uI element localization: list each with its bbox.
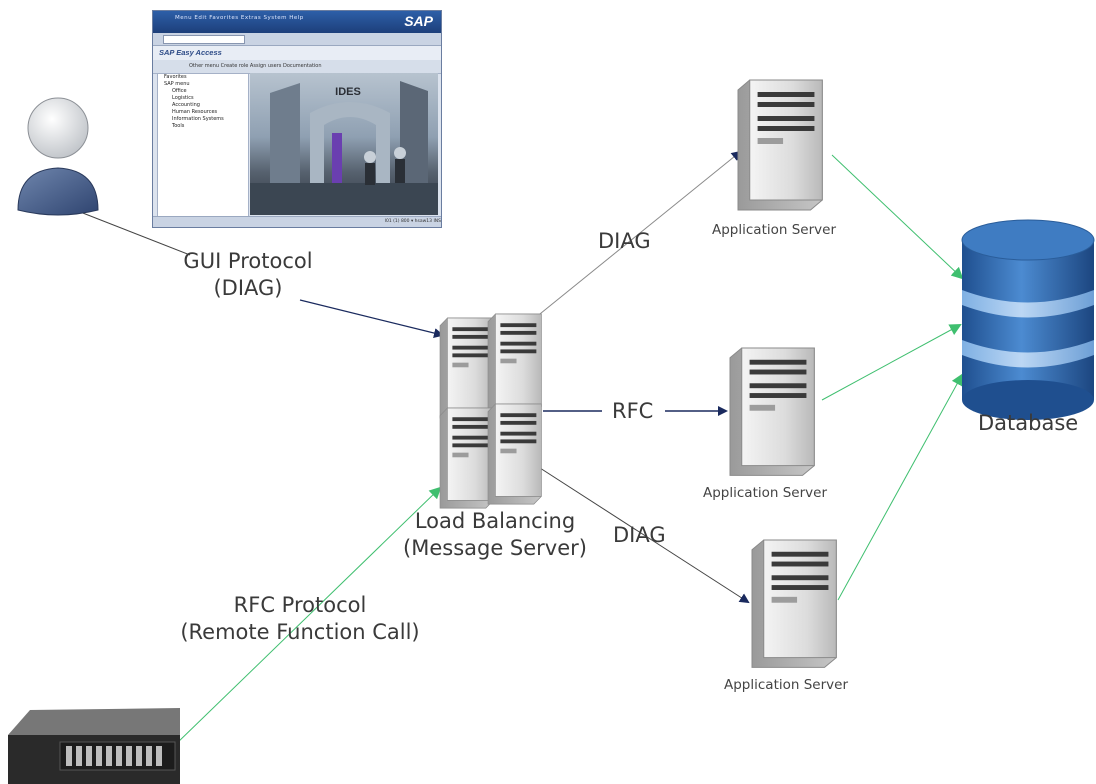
sap-menu-bar: Menu Edit Favorites Extras System Help — [175, 15, 304, 21]
ides-text: IDES — [335, 86, 361, 98]
rfc-protocol-arrow — [174, 486, 442, 746]
rack-device-icon — [8, 708, 180, 784]
database-icon — [961, 219, 1095, 420]
tree-item-sap-menu: SAP menu — [164, 81, 190, 87]
diag-top-label: DIAG — [598, 229, 651, 253]
load-balancing-line2: (Message Server) — [403, 536, 587, 560]
sap-system-toolbar — [153, 33, 441, 46]
database-label: Database — [978, 411, 1079, 435]
tree-item: Human Resources — [172, 109, 218, 115]
tree-item: Accounting — [172, 102, 200, 108]
load-balancing-line1: Load Balancing — [414, 509, 576, 533]
sap-gui-window: Menu Edit Favorites Extras System Help S… — [152, 10, 442, 228]
diag-bottom-arrow — [539, 467, 750, 604]
app-server-bottom-icon — [751, 539, 837, 668]
gui-protocol-line2: (DIAG) — [213, 276, 283, 300]
tree-item-favorites: Favorites — [164, 74, 187, 80]
gui-link-line — [69, 207, 191, 256]
tree-item: Information Systems — [172, 116, 224, 122]
rfc-mid-label: RFC — [612, 399, 654, 423]
diag-top-arrow — [529, 150, 742, 323]
gui-protocol-label: GUI Protocol (DIAG) — [158, 248, 338, 302]
sap-ides-image: IDES — [250, 73, 438, 215]
gui-protocol-arrow — [299, 299, 444, 338]
sap-status-bar: I01 (1) 800 ▾ hsaw13 INS — [153, 216, 441, 227]
app-server-top-icon — [737, 79, 823, 211]
app-server-mid-label: Application Server — [703, 485, 827, 501]
load-balancing-label: Load Balancing (Message Server) — [390, 508, 600, 562]
db-link-top — [831, 154, 964, 280]
sap-app-title: SAP Easy Access — [153, 46, 441, 60]
app-server-mid-icon — [729, 347, 815, 476]
db-link-bottom — [837, 373, 963, 601]
user-icon — [17, 97, 99, 216]
sap-menu-tree: Favorites SAP menu Office Logistics Acco… — [157, 73, 249, 217]
sap-command-field — [163, 35, 245, 44]
rfc-protocol-label: RFC Protocol (Remote Function Call) — [160, 592, 440, 646]
tree-item: Logistics — [172, 95, 194, 101]
message-server-cluster-icon — [439, 313, 542, 509]
connections — [69, 150, 964, 746]
sap-app-toolbar: Other menu Create role Assign users Docu… — [153, 60, 441, 74]
gui-protocol-line1: GUI Protocol — [183, 249, 313, 273]
app-server-top-label: Application Server — [712, 222, 836, 238]
sap-logo: SAP — [404, 13, 433, 29]
ides-scene-image: IDES — [250, 81, 438, 215]
tree-item: Office — [172, 88, 187, 94]
sap-titlebar: Menu Edit Favorites Extras System Help S… — [153, 11, 441, 33]
rfc-protocol-line2: (Remote Function Call) — [180, 620, 420, 644]
app-server-bottom-label: Application Server — [724, 677, 848, 693]
diag-bottom-label: DIAG — [613, 523, 666, 547]
tree-item: Tools — [172, 123, 185, 129]
db-link-mid — [821, 324, 962, 401]
rfc-protocol-line1: RFC Protocol — [233, 593, 367, 617]
